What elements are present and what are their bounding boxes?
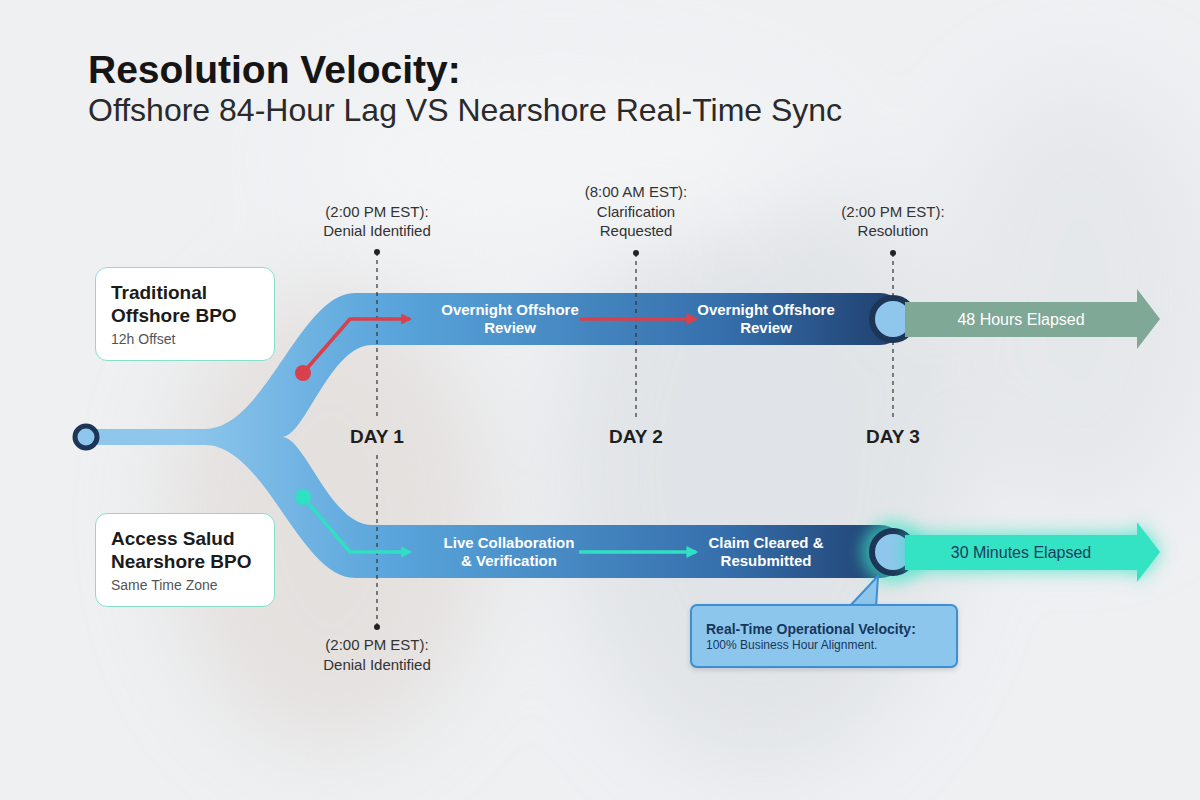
provider-detail: Same Time Zone bbox=[111, 576, 259, 594]
start-node bbox=[75, 426, 97, 448]
day-label: DAY 3 bbox=[833, 426, 953, 448]
callout-heading: Real-Time Operational Velocity: bbox=[706, 620, 942, 638]
nearshore-lead-dot bbox=[295, 489, 311, 505]
flow-arrow bbox=[580, 317, 696, 321]
event-label: Denial Identified bbox=[277, 655, 477, 674]
nearshore-lead-arrow bbox=[303, 497, 410, 552]
offshore-band bbox=[180, 293, 906, 437]
stage-label: Live Collaboration & Verification bbox=[439, 530, 579, 574]
text-holder: 30 Minutes Elapsed bbox=[905, 535, 1137, 570]
time-label: (2:00 PM EST): bbox=[277, 203, 477, 221]
elapsed-time: 30 Minutes Elapsed bbox=[951, 543, 1092, 562]
provider-box: Traditional Offshore BPO 12h Offset bbox=[95, 267, 275, 361]
background-photo bbox=[170, 70, 1200, 770]
time-label: (2:00 PM EST): bbox=[793, 203, 993, 221]
timeline-dots bbox=[374, 249, 896, 630]
elapsed-arrow: 30 Minutes Elapsed bbox=[905, 522, 1160, 582]
subtitle: Offshore 84-Hour Lag VS Nearshore Real-T… bbox=[88, 92, 988, 128]
text-holder: Access Salud Nearshore BPO Same Time Zone bbox=[96, 514, 274, 606]
text-holder: 48 Hours Elapsed bbox=[905, 302, 1137, 337]
callout-note: 100% Business Hour Alignment. bbox=[706, 638, 942, 653]
stage-text: Overnight Offshore Review bbox=[440, 301, 580, 337]
provider-box: Access Salud Nearshore BPO Same Time Zone bbox=[95, 513, 275, 607]
offshore-lead-dot bbox=[295, 365, 311, 381]
connector-group bbox=[579, 552, 696, 553]
stage-text: Overnight Offshore Review bbox=[696, 301, 836, 337]
flow-arrow bbox=[579, 550, 696, 554]
day-label: DAY 1 bbox=[317, 426, 437, 448]
stage-label: Overnight Offshore Review bbox=[440, 297, 580, 341]
elapsed-time: 48 Hours Elapsed bbox=[957, 310, 1084, 329]
arrow-body bbox=[905, 289, 1160, 349]
elapsed-arrow: 48 Hours Elapsed bbox=[905, 289, 1160, 349]
provider-name: Access Salud Nearshore BPO bbox=[111, 527, 259, 573]
event-label: Resolution bbox=[793, 221, 993, 240]
callout-box: Real-Time Operational Velocity:100% Busi… bbox=[690, 604, 958, 668]
text-holder: Overnight Offshore Review bbox=[440, 297, 580, 341]
text-holder: Claim Cleared & Resubmitted bbox=[696, 530, 836, 574]
day-label: DAY 2 bbox=[576, 426, 696, 448]
time-label: (8:00 AM EST): bbox=[536, 183, 736, 201]
stage-label: Overnight Offshore Review bbox=[696, 297, 836, 341]
stage-text: Claim Cleared & Resubmitted bbox=[696, 534, 836, 570]
text-holder: Traditional Offshore BPO 12h Offset bbox=[96, 268, 274, 360]
stage-label: Claim Cleared & Resubmitted bbox=[696, 530, 836, 574]
event-label: Clarification Requested bbox=[581, 202, 691, 240]
timeline-markers bbox=[377, 252, 893, 627]
nearshore-band bbox=[180, 437, 907, 578]
text-holder: Real-Time Operational Velocity:100% Busi… bbox=[692, 606, 956, 666]
connector-group bbox=[580, 319, 696, 320]
arrow-body bbox=[905, 522, 1160, 582]
time-label: (2:00 PM EST): bbox=[277, 636, 477, 654]
provider-detail: 12h Offset bbox=[111, 330, 259, 348]
event-label: Denial Identified bbox=[277, 221, 477, 240]
text-holder: Overnight Offshore Review bbox=[696, 297, 836, 341]
provider-name: Traditional Offshore BPO bbox=[111, 281, 259, 327]
stage-text: Live Collaboration & Verification bbox=[439, 534, 579, 570]
title: Resolution Velocity: bbox=[88, 48, 461, 92]
text-holder: Live Collaboration & Verification bbox=[439, 530, 579, 574]
offshore-lead-arrow bbox=[303, 319, 410, 373]
